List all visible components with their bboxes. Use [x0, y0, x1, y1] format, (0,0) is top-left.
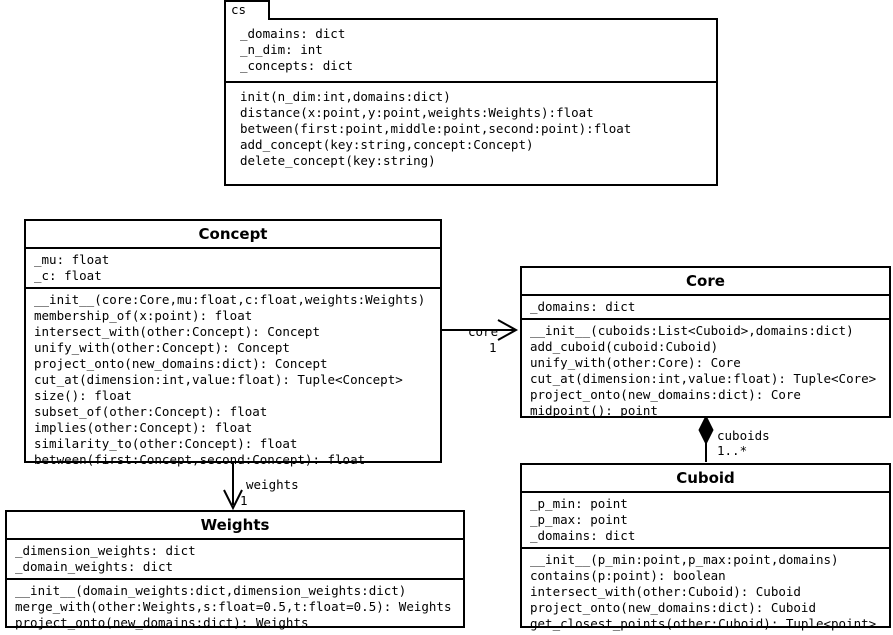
class-name-concept: Concept — [26, 221, 440, 249]
attribute-line: _concepts: dict — [240, 58, 353, 73]
attribute-line: _domain_weights: dict — [15, 559, 174, 574]
operation-line: intersect_with(other:Cuboid): Cuboid — [530, 584, 801, 599]
operation-line: unify_with(other:Core): Core — [530, 355, 741, 370]
operation-line: cut_at(dimension:int,value:float): Tuple… — [34, 372, 403, 387]
attribute-line: _n_dim: int — [240, 42, 323, 57]
association-core-cuboid — [698, 414, 714, 462]
attribute-line: _c: float — [34, 268, 102, 283]
operation-line: project_onto(new_domains:dict): Weights — [15, 615, 309, 630]
attribute-line: _mu: float — [34, 252, 110, 267]
operation-line: size(): float — [34, 388, 132, 403]
operation-line: add_concept(key:string,concept:Concept) — [240, 137, 534, 152]
class-attributes-core: _domains: dict — [522, 296, 889, 320]
attribute-line: _p_min: point — [530, 496, 628, 511]
operation-line: add_cuboid(cuboid:Cuboid) — [530, 339, 719, 354]
operation-line: delete_concept(key:string) — [240, 153, 436, 168]
attribute-line: _domains: dict — [240, 26, 346, 41]
operation-line: get_closest_points(other:Cuboid): Tuple<… — [530, 616, 877, 631]
operation-line: __init__(p_min:point,p_max:point,domains… — [530, 552, 839, 567]
class-box-core[interactable]: Core _domains: dict __init__(cuboids:Lis… — [520, 266, 891, 418]
operation-line: __init__(domain_weights:dict,dimension_w… — [15, 583, 407, 598]
operation-line: between(first:point,middle:point,second:… — [240, 121, 632, 136]
association-label-cuboids-multiplicity: 1..* — [717, 443, 748, 458]
class-operations-concept: __init__(core:Core,mu:float,c:float,weig… — [26, 289, 440, 471]
association-label-weights-role: weights — [246, 477, 299, 492]
operation-line: merge_with(other:Weights,s:float=0.5,t:f… — [15, 599, 452, 614]
package-cs-body: _domains: dict _n_dim: int _concepts: di… — [224, 18, 718, 186]
operation-line: distance(x:point,y:point,weights:Weights… — [240, 105, 594, 120]
package-cs-attributes: _domains: dict _n_dim: int _concepts: di… — [226, 20, 716, 83]
operation-line: unify_with(other:Concept): Concept — [34, 340, 290, 355]
operation-line: midpoint(): point — [530, 403, 658, 418]
operation-line: project_onto(new_domains:dict): Concept — [34, 356, 328, 371]
class-operations-core: __init__(cuboids:List<Cuboid>,domains:di… — [522, 320, 889, 422]
association-label-core-multiplicity: 1 — [489, 340, 497, 355]
attribute-line: _dimension_weights: dict — [15, 543, 196, 558]
class-box-cuboid[interactable]: Cuboid _p_min: point _p_max: point _doma… — [520, 463, 891, 631]
operation-line: between(first:Concept,second:Concept): f… — [34, 452, 366, 467]
class-attributes-cuboid: _p_min: point _p_max: point _domains: di… — [522, 493, 889, 549]
operation-line: subset_of(other:Concept): float — [34, 404, 268, 419]
operation-line: project_onto(new_domains:dict): Core — [530, 387, 801, 402]
attribute-line: _domains: dict — [530, 528, 636, 543]
attribute-line: _domains: dict — [530, 299, 636, 314]
operation-line: cut_at(dimension:int,value:float): Tuple… — [530, 371, 877, 386]
operation-line: contains(p:point): boolean — [530, 568, 726, 583]
class-operations-weights: __init__(domain_weights:dict,dimension_w… — [7, 580, 463, 634]
association-label-cuboids-role: cuboids — [717, 428, 770, 443]
association-label-core-role: core — [468, 324, 499, 339]
operation-line: __init__(core:Core,mu:float,c:float,weig… — [34, 292, 426, 307]
association-label-weights-multiplicity: 1 — [240, 493, 248, 508]
package-cs[interactable]: cs _domains: dict _n_dim: int _concepts:… — [224, 0, 718, 186]
class-box-weights[interactable]: Weights _dimension_weights: dict _domain… — [5, 510, 465, 630]
attribute-line: _p_max: point — [530, 512, 628, 527]
class-attributes-concept: _mu: float _c: float — [26, 249, 440, 289]
operation-line: intersect_with(other:Concept): Concept — [34, 324, 320, 339]
operation-line: init(n_dim:int,domains:dict) — [240, 89, 451, 104]
operation-line: implies(other:Concept): float — [34, 420, 253, 435]
class-name-weights: Weights — [7, 512, 463, 540]
class-attributes-weights: _dimension_weights: dict _domain_weights… — [7, 540, 463, 580]
class-name-cuboid: Cuboid — [522, 465, 889, 493]
class-operations-cuboid: __init__(p_min:point,p_max:point,domains… — [522, 549, 889, 635]
package-cs-operations: init(n_dim:int,domains:dict) distance(x:… — [226, 83, 716, 175]
class-name-core: Core — [522, 268, 889, 296]
class-box-concept[interactable]: Concept _mu: float _c: float __init__(co… — [24, 219, 442, 467]
operation-line: similarity_to(other:Concept): float — [34, 436, 298, 451]
package-cs-tab-label: cs — [224, 0, 270, 20]
operation-line: project_onto(new_domains:dict): Cuboid — [530, 600, 816, 615]
operation-line: membership_of(x:point): float — [34, 308, 253, 323]
operation-line: __init__(cuboids:List<Cuboid>,domains:di… — [530, 323, 854, 338]
